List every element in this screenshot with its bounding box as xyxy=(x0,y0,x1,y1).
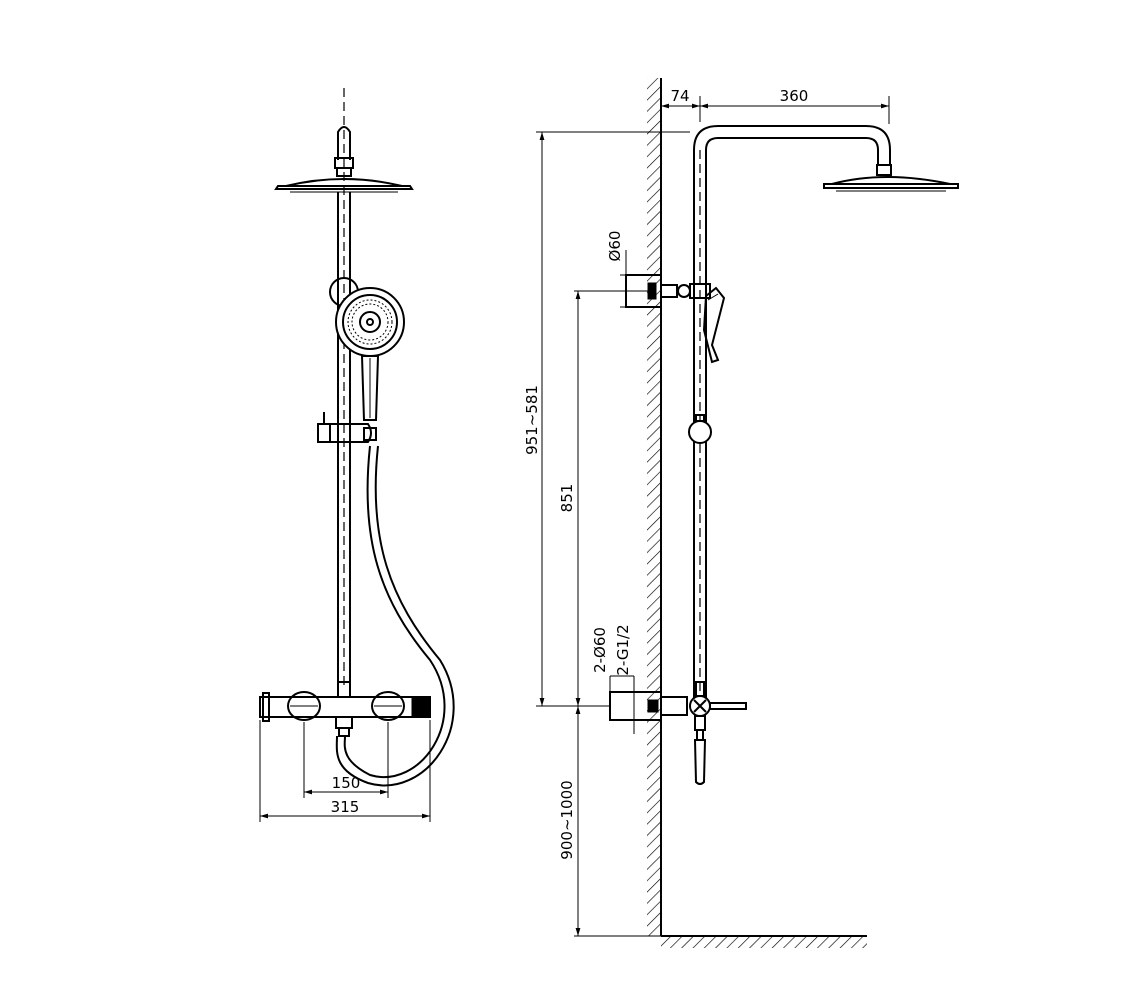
front-hose-inner xyxy=(335,445,455,787)
side-view: 74 360 951~581 851 Ø60 2-Ø60 xyxy=(523,78,959,948)
front-rain-shower-head xyxy=(274,178,414,193)
side-wall xyxy=(647,78,662,936)
front-dim-150: 150 xyxy=(303,722,389,798)
dim-overall-width: 315 xyxy=(331,798,360,816)
side-riser-pipe xyxy=(693,125,891,700)
front-hand-shower xyxy=(335,287,405,421)
dim-total-height-range: 951~581 xyxy=(523,385,541,455)
side-dim-851: 851 xyxy=(558,290,648,706)
dim-bracket-diameter: Ø60 xyxy=(606,231,624,262)
side-dim-74: 74 xyxy=(661,87,701,122)
front-hose-outer xyxy=(343,445,446,778)
dim-inlet-diameter: 2-Ø60 xyxy=(591,627,609,673)
side-mixer xyxy=(609,681,747,785)
side-dim-360: 360 xyxy=(700,87,890,124)
dim-inlet-thread: 2-G1/2 xyxy=(614,624,632,675)
dim-slide-bar-height: 851 xyxy=(558,484,576,513)
side-dim-total-height: 951~581 xyxy=(523,131,690,707)
side-dim-inlet: 2-Ø60 2-G1/2 xyxy=(591,624,635,734)
front-dim-315: 315 xyxy=(259,720,431,822)
front-view: 150 315 xyxy=(259,88,455,822)
dim-arm-reach: 360 xyxy=(780,87,809,105)
dim-wall-offset: 74 xyxy=(670,87,689,105)
front-rod-top xyxy=(337,126,351,160)
dim-floor-height-range: 900~1000 xyxy=(558,780,576,859)
side-dim-floor-height: 900~1000 xyxy=(558,706,661,937)
front-thermostatic-mixer xyxy=(259,681,431,737)
dim-outlet-spacing: 150 xyxy=(332,774,361,792)
side-hand-shower xyxy=(702,286,726,364)
front-slide-holder xyxy=(317,412,377,443)
side-floor xyxy=(661,935,867,948)
side-upper-bracket xyxy=(620,250,711,308)
side-rain-shower-head xyxy=(823,164,959,192)
side-slide-holder xyxy=(688,420,712,444)
